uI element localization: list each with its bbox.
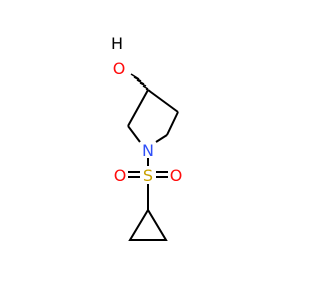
molecule-diagram: H O N S O O [111,34,183,241]
bond-c4-c5 [166,111,179,136]
bond-n1-c2 [127,125,141,143]
bond-c5-n1 [155,134,168,143]
atom-o-right-label: O [170,166,183,185]
atom-n-label: N [142,141,154,160]
bond-c3-c4 [147,89,179,113]
atom-h-label: H [111,34,123,53]
molecule-structure: H O N S O O [111,34,183,241]
bond-s-o-right [156,171,168,178]
atom-o-hydroxyl-label: O [113,59,126,78]
bond-s-o-left [128,171,140,178]
atom-o-left-label: O [114,166,127,185]
bond-c2-c3 [127,89,149,127]
atom-s-label: S [143,166,153,185]
hashed-wedge-bond [130,73,151,92]
cyclopropyl-ring [128,208,168,241]
